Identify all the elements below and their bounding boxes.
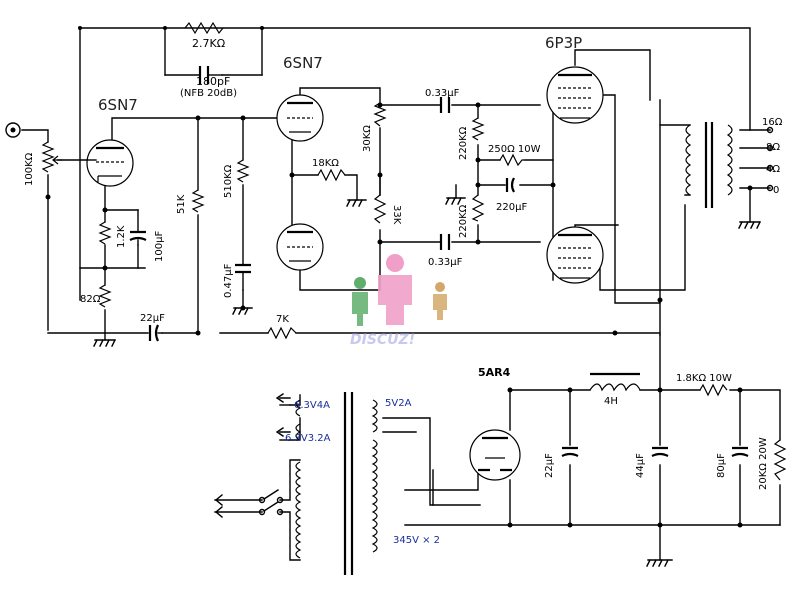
cap-22uf-bias — [148, 324, 163, 342]
label-033uf-bottom: 0.33μF — [428, 257, 463, 268]
resistor-cathode-82r — [98, 284, 112, 308]
label-22uf-psu: 22μF — [544, 453, 555, 478]
label-rect-heater: 5V2A — [385, 398, 412, 409]
label-nfb-note: (NFB 20dB) — [180, 88, 237, 99]
heater-connector-icon — [275, 393, 291, 441]
label-cathode-1k2: 1.2K — [116, 225, 127, 248]
label-tube-rectifier: 5AR4 — [478, 366, 511, 379]
label-18k: 18KΩ — [312, 158, 339, 169]
tube-6p3p-lower — [546, 226, 604, 284]
label-tap-4: 4Ω — [766, 164, 780, 175]
ground-icon — [646, 559, 673, 567]
label-220k-top: 220KΩ — [458, 126, 469, 160]
label-30k: 30KΩ — [362, 125, 373, 152]
resistor-250r-10w — [499, 153, 525, 167]
label-ht-secondary: 345V × 2 — [393, 535, 440, 546]
tube-5ar4-rectifier — [469, 429, 521, 481]
watermark-text: DISCUZ! — [350, 332, 415, 348]
resistor-51k — [191, 189, 205, 213]
labels: 2.7KΩ 180pF (NFB 20dB) 6SN7 6SN7 6P3P 5A… — [24, 34, 783, 546]
label-tap-16: 16Ω — [762, 117, 783, 128]
wires — [21, 27, 781, 561]
resistor-1k8-10w — [699, 383, 728, 397]
label-volume-pot: 100KΩ — [24, 152, 35, 186]
label-44uf: 44μF — [635, 453, 646, 478]
tube-v1-6sn7 — [86, 139, 134, 187]
label-20k-20w: 20KΩ 20W — [758, 437, 769, 490]
label-1k8-10w: 1.8KΩ 10W — [676, 373, 732, 384]
resistor-18k — [317, 168, 346, 182]
cap-047uf — [235, 263, 251, 291]
label-7k: 7K — [276, 314, 289, 325]
label-22uf-bias: 22μF — [140, 313, 165, 324]
label-cathode-82r: 82Ω — [80, 294, 101, 305]
tube-v2-6sn7-lower — [276, 223, 324, 271]
resistor-220k-top — [471, 117, 485, 141]
junction-dots — [45, 26, 753, 528]
output-transformer — [659, 122, 733, 208]
cap-220uf — [505, 177, 515, 193]
resistor-220k-bottom — [471, 194, 485, 222]
label-33k: 33K — [391, 205, 402, 225]
input-jack-icon — [5, 122, 21, 138]
ground-icon — [346, 199, 367, 207]
label-tap-8: 8Ω — [766, 142, 780, 153]
ground-icon — [738, 221, 761, 229]
label-033uf-top: 0.33μF — [425, 88, 460, 99]
ground-icon — [445, 197, 466, 205]
label-heater2: 6.3V3.2A — [285, 433, 331, 444]
label-047uf: 0.47μF — [223, 263, 234, 298]
label-80uf: 80μF — [716, 453, 727, 478]
tube-v2-6sn7-upper — [276, 94, 324, 142]
label-nfb-resistor: 2.7KΩ — [192, 37, 225, 50]
cap-cathode-100uf — [129, 230, 147, 246]
label-tap-0: 0 — [773, 185, 779, 196]
resistor-33k — [373, 194, 387, 224]
power-transformer — [295, 392, 378, 575]
cap-033uf-top — [439, 97, 451, 113]
resistor-nfb — [184, 21, 224, 35]
cap-nfb-180pf — [198, 66, 223, 84]
label-tube-v2: 6SN7 — [283, 54, 323, 72]
cap-033uf-bottom — [439, 234, 451, 250]
mains-plug-icon — [214, 489, 284, 518]
label-nfb-cap: 180pF — [196, 75, 230, 88]
cap-44uf — [651, 446, 669, 457]
label-250r: 250Ω 10W — [488, 144, 541, 155]
tube-6p3p-upper — [546, 66, 604, 124]
label-choke: 4H — [604, 396, 618, 407]
volume-pot — [41, 141, 62, 173]
choke-4h — [589, 372, 641, 392]
resistor-7k — [267, 326, 297, 340]
label-510k: 510KΩ — [223, 164, 234, 198]
label-220k-bottom: 220KΩ — [458, 204, 469, 238]
ground-icon — [93, 339, 116, 347]
label-tube-power: 6P3P — [545, 34, 582, 52]
cap-22uf-psu — [561, 446, 579, 457]
resistor-30k — [373, 102, 387, 127]
resistor-20k-20w — [773, 439, 787, 481]
output-tap-terminals — [766, 126, 774, 192]
label-heater1: 6.3V4A — [294, 400, 330, 411]
label-51k: 51K — [176, 194, 187, 214]
watermark-logo: DISCUZ! — [350, 254, 447, 348]
resistor-510k — [236, 159, 250, 183]
ground-icon — [232, 307, 253, 315]
cap-80uf — [731, 446, 749, 457]
label-tube-v1: 6SN7 — [98, 96, 138, 114]
label-220uf: 220μF — [496, 202, 527, 213]
resistor-cathode-1k2 — [98, 221, 112, 245]
label-cathode-100uf: 100μF — [154, 231, 165, 262]
